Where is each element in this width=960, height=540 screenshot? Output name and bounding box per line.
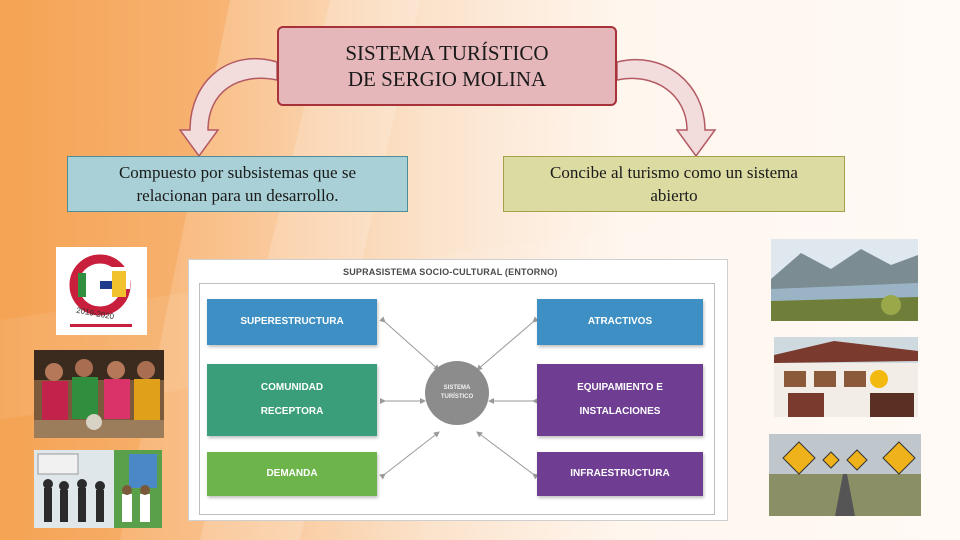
open-system-box: Concibe al turismo como un sistema abier… bbox=[503, 156, 845, 212]
open-system-line-2: abierto bbox=[650, 186, 698, 205]
diagram-box-infrastructure: INFRAESTRUCTURA bbox=[537, 452, 703, 496]
diagram-box-superstructure: SUPERESTRUCTURA bbox=[207, 299, 377, 345]
curved-arrow-right-icon bbox=[616, 58, 717, 158]
main-title-box: SISTEMA TURÍSTICO DE SERGIO MOLINA bbox=[277, 26, 617, 106]
diagram-box-attractions: ATRACTIVOS bbox=[537, 299, 703, 345]
subsystems-line-1: Compuesto por subsistemas que se bbox=[118, 163, 357, 182]
diagram-box-host-community: COMUNIDAD RECEPTORA bbox=[207, 364, 377, 436]
diagram-connectors bbox=[379, 316, 539, 480]
subsystems-line-2: relacionan para un desarrollo. bbox=[136, 186, 339, 205]
building-photo bbox=[774, 337, 918, 417]
tourism-system-diagram: SUPRASISTEMA SOCIO-CULTURAL (ENTORNO) SU… bbox=[188, 259, 728, 521]
diagram-title: SUPRASISTEMA SOCIO-CULTURAL (ENTORNO) bbox=[343, 267, 558, 277]
diagram-center-circle: SISTEMA TURÍSTICO bbox=[425, 361, 489, 425]
lake-mountains-photo bbox=[771, 239, 918, 321]
road-signs-photo bbox=[769, 434, 921, 516]
curved-arrow-left-icon bbox=[178, 57, 278, 158]
diagram-box-demand: DEMANDA bbox=[207, 452, 377, 496]
open-system-line-1: Concibe al turismo como un sistema bbox=[550, 163, 798, 182]
logo: 2019-2020 bbox=[56, 247, 147, 335]
group-photo bbox=[34, 450, 162, 528]
title-line-2: DE SERGIO MOLINA bbox=[347, 67, 547, 91]
diagram-box-equipment: EQUIPAMIENTO E INSTALACIONES bbox=[537, 364, 703, 436]
people-photo bbox=[34, 350, 164, 438]
title-line-1: SISTEMA TURÍSTICO bbox=[345, 41, 549, 65]
subsystems-box: Compuesto por subsistemas que se relacio… bbox=[67, 156, 408, 212]
diagram-frame bbox=[199, 283, 715, 515]
